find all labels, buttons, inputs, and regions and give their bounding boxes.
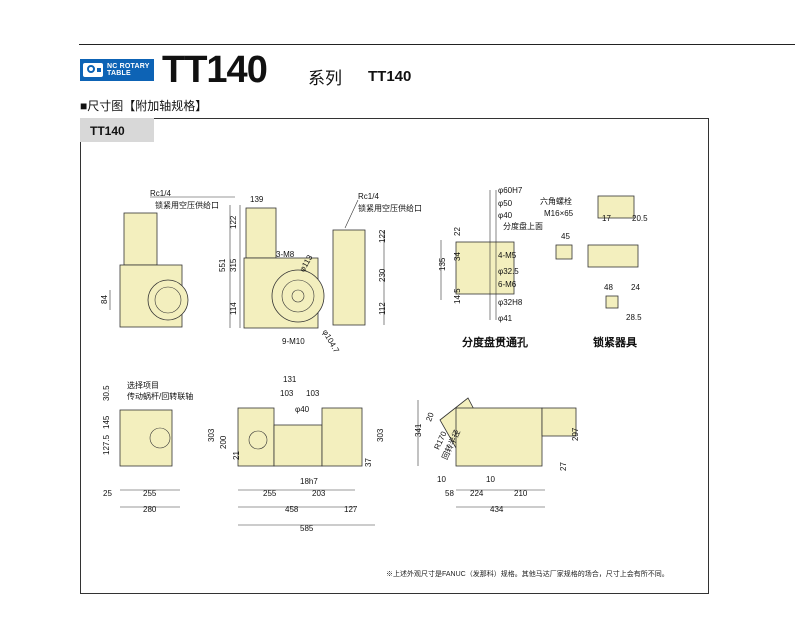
dim-224: 224 bbox=[470, 489, 484, 498]
dim-84: 84 bbox=[100, 295, 109, 304]
rotary-table-icon bbox=[83, 63, 103, 77]
phi32-5-label: φ32.5 bbox=[498, 267, 519, 276]
dim-30-5b: 30.5 bbox=[102, 385, 111, 401]
m10-label: 9-M10 bbox=[282, 337, 305, 346]
motor-opt-label: 传动蜗杆/回转联轴 bbox=[127, 391, 193, 401]
dim-122a: 122 bbox=[229, 215, 238, 229]
bolt-label: 六角螺栓 bbox=[540, 196, 572, 206]
dim-200: 200 bbox=[219, 435, 228, 449]
dim-122b: 122 bbox=[378, 229, 387, 243]
caption-clamp: 锁紧器具 bbox=[593, 335, 637, 349]
dim-14-5: 14.5 bbox=[453, 288, 462, 304]
dim-230: 230 bbox=[378, 268, 387, 282]
side-view-left: 84 Rc1/4 锁紧用空压供给口 bbox=[100, 189, 235, 328]
dim-255a: 255 bbox=[143, 489, 157, 498]
dim-315: 315 bbox=[229, 258, 238, 272]
dim-103b: 103 bbox=[306, 389, 320, 398]
dim-114a: 114 bbox=[229, 302, 238, 315]
dim-203: 203 bbox=[312, 489, 326, 498]
dim-131: 131 bbox=[283, 375, 297, 384]
caption-index-hole: 分度盘贯通孔 bbox=[462, 335, 528, 349]
dim-45: 45 bbox=[561, 232, 570, 241]
dim-551: 551 bbox=[218, 258, 227, 272]
dim-25: 25 bbox=[103, 489, 112, 498]
dim-341: 341 bbox=[414, 423, 423, 437]
dim-22: 22 bbox=[453, 227, 462, 236]
dim-17: 17 bbox=[602, 214, 611, 223]
dim-20-5: 20.5 bbox=[632, 214, 648, 223]
dim-297: 297 bbox=[571, 427, 580, 441]
dim-303a: 303 bbox=[207, 428, 216, 442]
dim-10b: 10 bbox=[486, 475, 495, 484]
index-top-label: 分度盘上面 bbox=[503, 221, 543, 231]
dim-255b: 255 bbox=[263, 489, 277, 498]
air2-label: 锁紧用空压供给口 bbox=[358, 203, 422, 213]
right-tilted-view: 20 341 R170 回转半径 297 27 10 10 58 224 210… bbox=[414, 397, 580, 514]
m6-label: 6-M6 bbox=[498, 280, 517, 289]
m5-label: 4-M5 bbox=[498, 251, 517, 260]
phi41-label: φ41 bbox=[498, 314, 513, 323]
model-label: TT140 bbox=[368, 68, 412, 85]
dim-112: 112 bbox=[378, 302, 387, 315]
phi40b-label: φ40 bbox=[295, 405, 310, 414]
dim-127: 127 bbox=[344, 505, 358, 514]
dim-21: 21 bbox=[232, 451, 241, 460]
dim-10a: 10 bbox=[437, 475, 446, 484]
front-view: 139 122 315 551 114 3-M8 φ113 9-M10 φ104… bbox=[218, 192, 422, 355]
rc1-label: Rc1/4 bbox=[150, 189, 171, 198]
panel-label: TT140 bbox=[90, 124, 125, 138]
bottom-front-view: 131 103 103 φ40 303 200 21 18h7 255 203 … bbox=[207, 375, 385, 533]
rc2-label: Rc1/4 bbox=[358, 192, 379, 201]
series-label: 系列 bbox=[308, 69, 342, 88]
clamp-fixture: 六角螺栓 M16×65 45 17 20.5 48 24 28.5 锁紧器具 bbox=[540, 195, 648, 349]
dim-585: 585 bbox=[300, 524, 314, 533]
h8-label: 18h7 bbox=[300, 477, 318, 486]
dim-103a: 103 bbox=[280, 389, 294, 398]
footnote: ※上述外观尺寸是FANUC（发那科）规格。其他马达厂家规格的场合，尺寸上会有所不… bbox=[386, 571, 669, 578]
bolt-size-label: M16×65 bbox=[544, 209, 574, 218]
dim-20: 20 bbox=[424, 411, 436, 423]
dim-48: 48 bbox=[604, 283, 613, 292]
option-label: 选择项目 bbox=[127, 380, 159, 390]
product-title: TT140 bbox=[162, 49, 268, 91]
dim-135: 135 bbox=[438, 257, 447, 271]
m8-label: 3-M8 bbox=[276, 250, 295, 259]
panel-tab: TT140 bbox=[80, 118, 154, 142]
dim-303b: 303 bbox=[376, 428, 385, 442]
phi32h8-label: φ32H8 bbox=[498, 298, 523, 307]
header-rule bbox=[79, 44, 795, 45]
section-title: ■尺寸图【附加轴规格】 bbox=[80, 99, 208, 113]
drawing-frame bbox=[80, 118, 709, 594]
dim-280: 280 bbox=[143, 505, 157, 514]
dim-434: 434 bbox=[490, 505, 504, 514]
dim-24: 24 bbox=[631, 283, 640, 292]
air1-label: 锁紧用空压供给口 bbox=[155, 200, 219, 210]
phi104-label: φ104.7 bbox=[321, 328, 342, 355]
dim-210: 210 bbox=[514, 489, 528, 498]
dim-139: 139 bbox=[250, 195, 264, 204]
index-hole-section: φ60H7 φ50 φ40 分度盘上面 4-M5 φ32.5 6-M6 φ32H… bbox=[438, 186, 543, 349]
bottom-side-view: 选择项目 传动蜗杆/回转联轴 30.5 145 127.5 25 255 280 bbox=[102, 380, 193, 514]
dim-28-5: 28.5 bbox=[626, 313, 642, 322]
dim-34: 34 bbox=[453, 252, 462, 261]
dim-127-5: 127.5 bbox=[102, 434, 111, 455]
dim-145: 145 bbox=[102, 415, 111, 429]
dim-458: 458 bbox=[285, 505, 299, 514]
dim-58: 58 bbox=[445, 489, 454, 498]
dim-37: 37 bbox=[364, 458, 373, 467]
phi40-label: φ40 bbox=[498, 211, 513, 220]
phi50-label: φ50 bbox=[498, 199, 513, 208]
dim-27: 27 bbox=[559, 462, 568, 471]
phi60-label: φ60H7 bbox=[498, 186, 523, 195]
